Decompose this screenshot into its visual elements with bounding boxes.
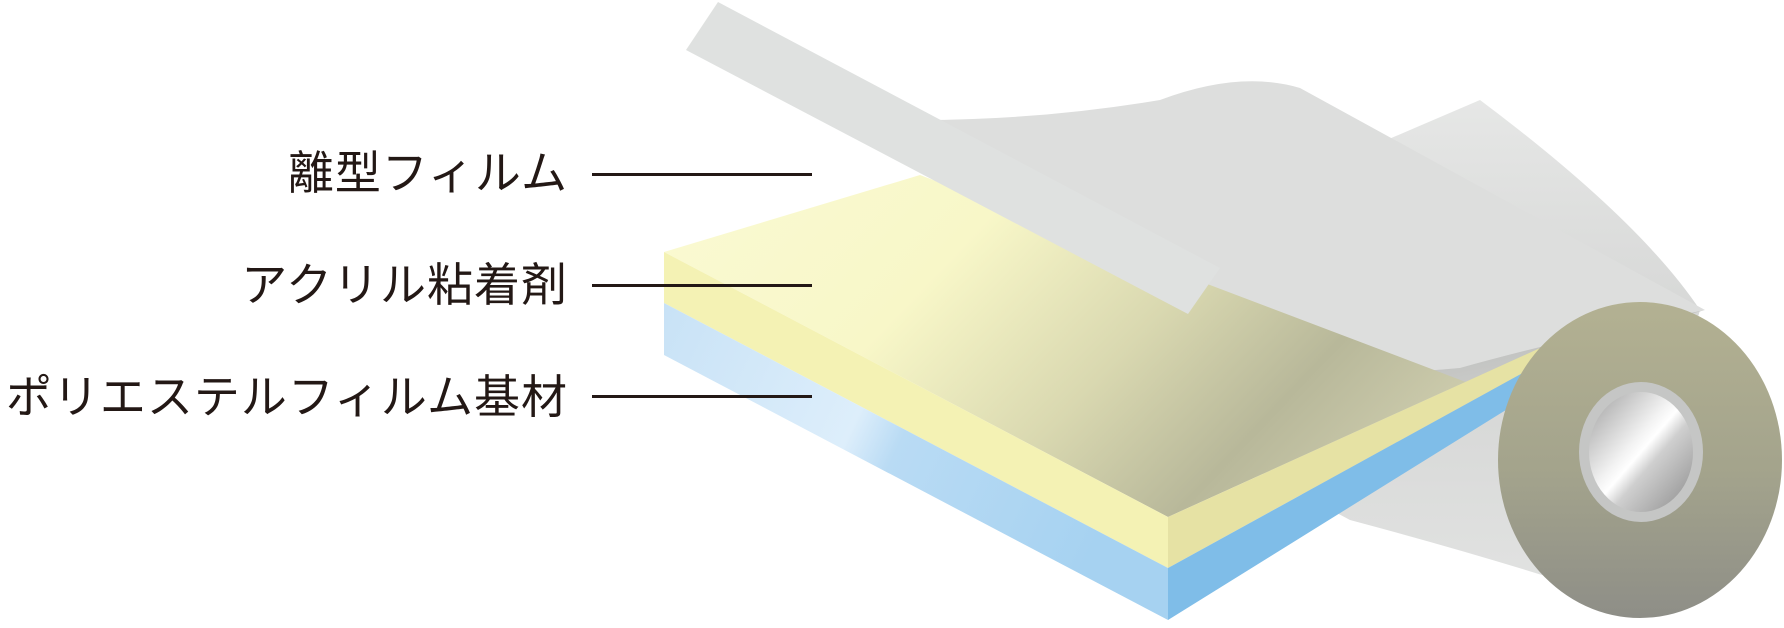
release-film-label: 離型フィルム (287, 146, 568, 200)
adhesive-top-surface (664, 175, 1593, 517)
base-edge (1168, 336, 1612, 620)
release-film-curl (920, 81, 1705, 374)
acrylic-adhesive-label: アクリル粘着剤 (241, 258, 568, 312)
adhesive-side (664, 252, 1168, 568)
release-film-leader-line (592, 173, 812, 176)
polyester-base-label: ポリエステルフィルム基材 (5, 370, 568, 424)
adhesive-edge (1168, 324, 1593, 568)
base-side (664, 303, 1168, 620)
polyester-base-leader-line (592, 395, 812, 398)
release-film-strip (686, 2, 1220, 314)
acrylic-adhesive-leader-line (592, 284, 812, 287)
roll-core-inner (1589, 392, 1693, 512)
